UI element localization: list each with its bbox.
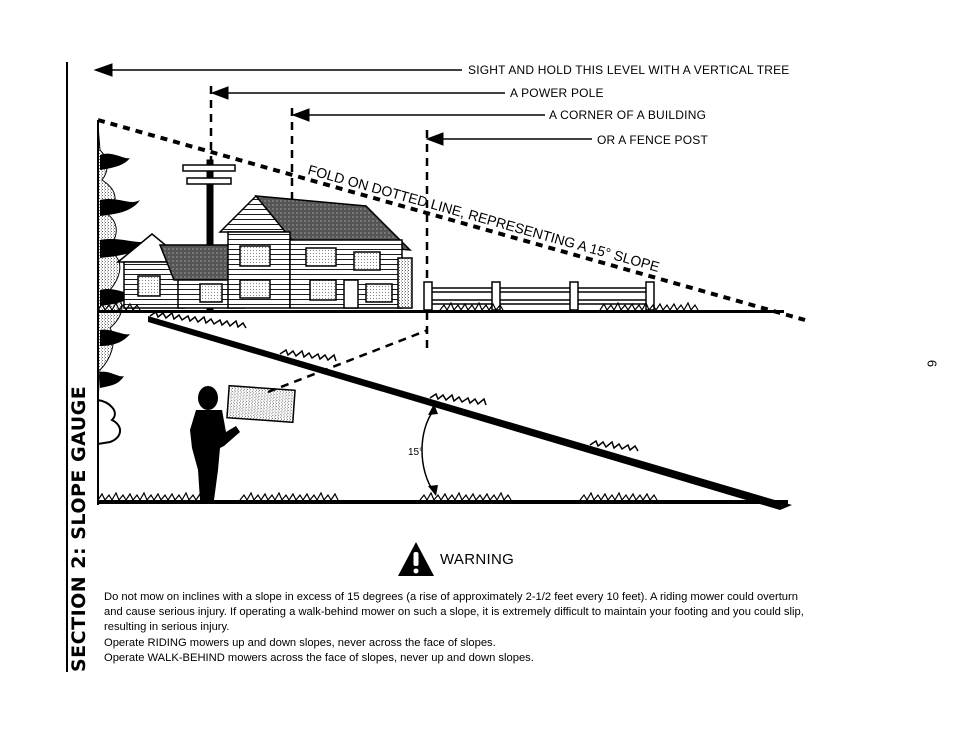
person-silhouette [190,386,240,500]
sight-label-building-corner: A CORNER OF A BUILDING [549,108,707,122]
warning-triangle-icon [398,542,434,576]
sight-arrows [93,63,592,146]
tree-branches [100,153,150,388]
section-rule [66,62,68,672]
small-house [115,233,248,309]
sight-label-tree: SIGHT AND HOLD THIS LEVEL WITH A VERTICA… [468,63,790,77]
fence [423,281,655,311]
slope-gauge-card [226,384,296,424]
slope-hill [148,310,792,510]
warning-paragraph: Do not mow on inclines with a slope in e… [104,591,804,634]
angle-arrow-top [428,404,438,415]
angle-arrow-bottom [428,485,438,496]
warning-paragraph: Operate RIDING mowers up and down slopes… [104,636,496,649]
warning-label: WARNING [440,550,515,568]
warning-paragraph: Operate WALK-BEHIND mowers across the fa… [104,651,534,664]
angle-label: 15° [408,447,423,458]
angle-arc [421,409,435,493]
warning-heading: WARNING [396,540,514,578]
main-house [218,194,413,309]
left-foliage [97,398,121,446]
warning-body: Do not mow on inclines with a slope in e… [104,590,804,666]
upper-ground [97,301,784,313]
bottom-ground [97,491,788,504]
gauge-sight-line [267,328,429,394]
fold-line [97,118,806,322]
sight-label-power-pole: A POWER POLE [510,86,604,100]
sight-label-fence-post: OR A FENCE POST [597,133,709,147]
